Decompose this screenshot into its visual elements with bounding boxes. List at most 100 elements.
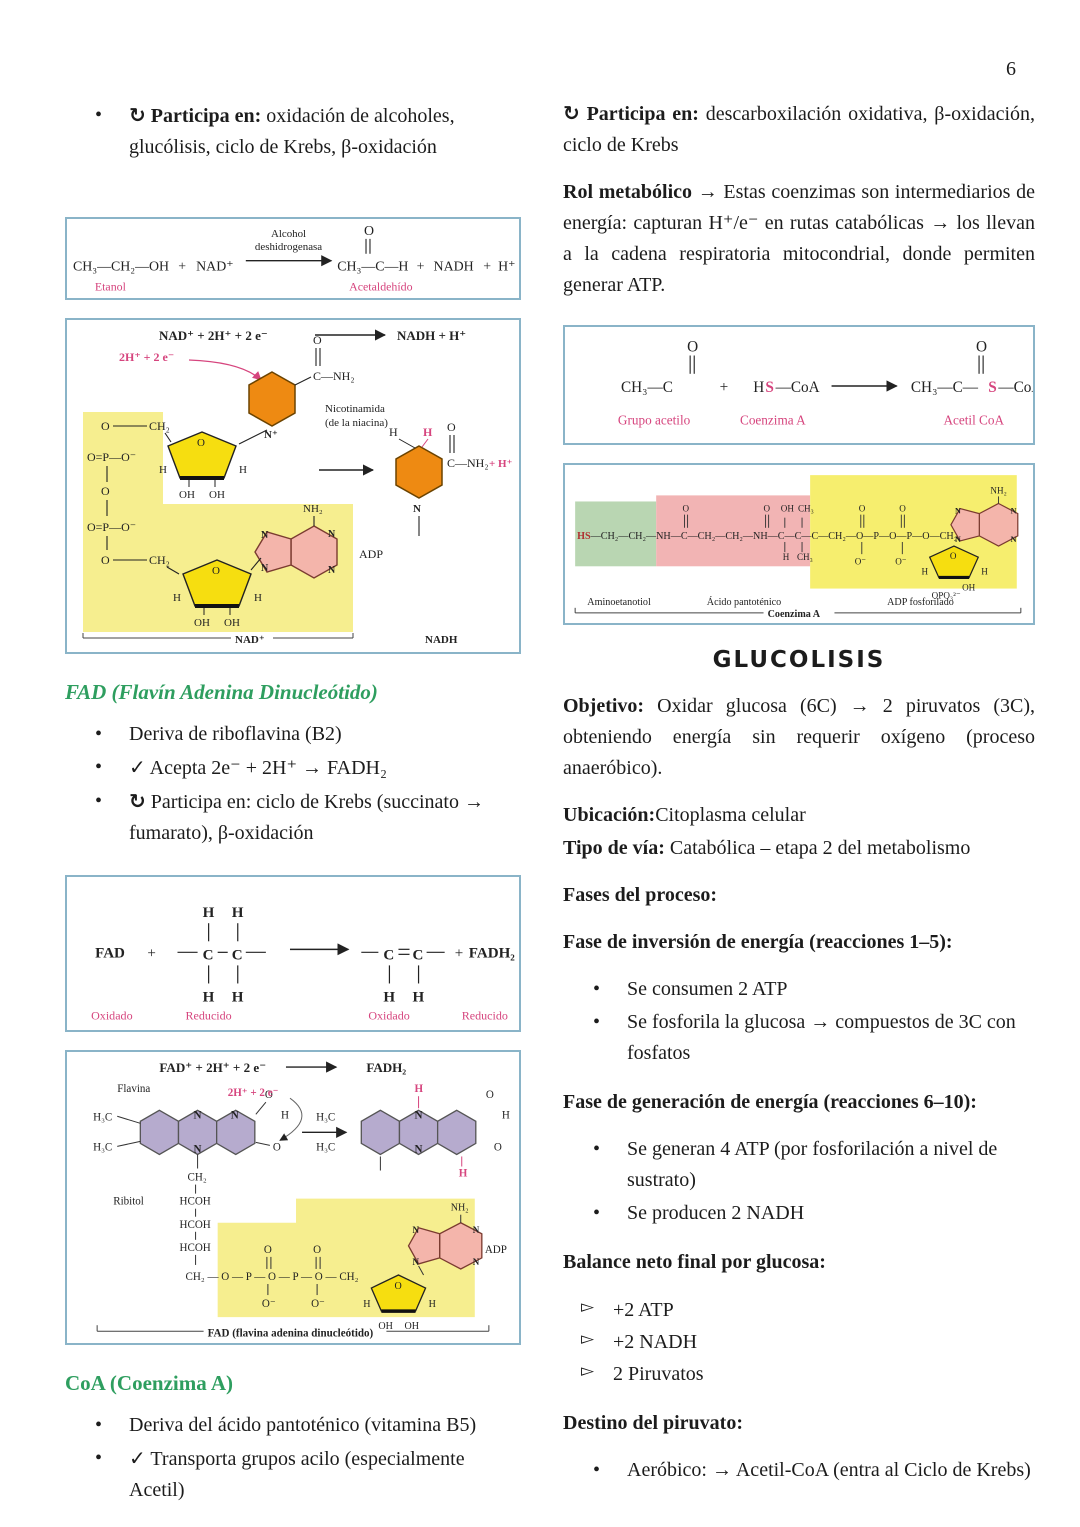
n-label: N (261, 563, 269, 574)
n-label: N (413, 1225, 420, 1235)
ethanol-oxidation-diagram: CH₃—CH₂—OH + NAD⁺ Alcohol deshidrogenasa… (73, 224, 516, 294)
fase2-heading: Fase de generación de energía (reaccione… (563, 1087, 1035, 1118)
destino-heading: Destino del piruvato: (563, 1408, 1035, 1439)
fad-list: Deriva de riboflavina (B2) ✓ Acepta 2e⁻ … (65, 719, 521, 849)
bond-line (418, 1265, 425, 1276)
list-item: Deriva de riboflavina (B2) (95, 719, 521, 750)
label-adp-fosforilado: ADP fosforilado (887, 597, 954, 608)
bullet-text: +2 NADH (613, 1330, 698, 1353)
label-coenzima-a: Coenzima A (740, 413, 806, 428)
label-acetaldehido: Acetaldehído (349, 280, 413, 294)
label-oxidado: Oxidado (368, 1009, 410, 1023)
h-label: H (203, 906, 215, 922)
adenine-pentagon (950, 507, 980, 542)
ring-oxygen: O (212, 565, 220, 577)
glucolisis-title: GLUCOLISIS (712, 646, 886, 673)
ring-oxygen: O (394, 1281, 401, 1292)
list-item: +2 NADH (581, 1326, 1035, 1358)
phosphate-group: O=P—O⁻ (87, 520, 136, 534)
adp-label: ADP (359, 547, 383, 561)
bond-line (250, 558, 262, 571)
bullet-text: Acepta 2e⁻ + 2H⁺ → FADH₂ (149, 757, 387, 780)
h-label: H (232, 990, 244, 1006)
h-label: H (502, 1109, 510, 1121)
n-label: N (261, 530, 269, 541)
figure-fad-structure: FAD⁺ + 2H⁺ + 2 e⁻ FADH₂ Flavina H₃C H₃C … (65, 1050, 521, 1346)
list-item: ✓ Transporta grupos acilo (especialmente… (95, 1443, 521, 1506)
o-minus-label: O⁻ (855, 556, 867, 566)
ring-oxygen: O (197, 437, 205, 449)
ch2-label: CH₂ (149, 553, 170, 567)
list-item: Aeróbico: → Acetil-CoA (entra al Ciclo d… (593, 1455, 1035, 1486)
bond-line (117, 1115, 141, 1124)
fase2-list: Se generan 4 ATP (por fosforilación a ni… (563, 1134, 1035, 1229)
c-label: C (232, 948, 243, 964)
plus-h-pink: + H⁺ (489, 458, 513, 470)
electron-note: 2H⁺ + 2 e⁻ (119, 350, 174, 364)
heading-text: Fases del proceso: (563, 883, 718, 906)
participa-paragraph: ↻ Participa en: descarboxilación oxidati… (563, 98, 1035, 161)
bullet-text: Participa en: ciclo de Krebs (succinato … (129, 791, 484, 845)
figure-ethanol-oxidation: CH₃—CH₂—OH + NAD⁺ Alcohol deshidrogenasa… (65, 217, 521, 301)
adenine-pentagon (254, 531, 292, 574)
o-label: O (101, 484, 110, 498)
rol-metabolico-paragraph: Rol metabólico → Estas coenzimas son int… (563, 177, 1035, 301)
n-label: N (413, 503, 421, 515)
hcoh-label: HCOH (180, 1219, 211, 1231)
amide-group: C—NH₂ (313, 369, 355, 383)
h-label: H (922, 566, 929, 576)
tipo-via-line: Tipo de vía: Catabólica – etapa 2 del me… (563, 833, 1035, 864)
nicotinamida-label: (de la niacina) (325, 417, 388, 429)
ch3-label: CH₃ (798, 504, 814, 514)
label-grupo-acetilo: Grupo acetilo (618, 413, 691, 428)
n-label: N (955, 535, 961, 544)
nh2-label: NH₂ (303, 503, 323, 515)
carbonyl-o: O (447, 420, 456, 434)
fad-label: FAD (95, 946, 125, 962)
n-label: N (415, 1109, 423, 1121)
label-acetil-coa: Acetil CoA (943, 413, 1004, 428)
h-label: H (281, 1109, 289, 1121)
bond-line (117, 1141, 141, 1148)
paragraph-text: Catabólica – etapa 2 del metabolismo (664, 836, 971, 859)
h-label: H (413, 990, 425, 1006)
nad-participa-list: ↻ Participa en: oxidación de alcoholes, … (65, 100, 521, 163)
adenine-pentagon (407, 1227, 441, 1265)
list-item: Se fosforila la glucosa → compuestos de … (593, 1007, 1035, 1069)
bond-line (294, 376, 312, 386)
enzyme-label: Alcohol (271, 228, 306, 240)
figure-coa-structure: HS—CH₂—CH₂—NH—C—CH₂—CH₂—NH—C—C—C—CH₂—O—P… (563, 462, 1035, 625)
hs-h: H (753, 379, 764, 396)
fad-heading: FAD (Flavín Adenina Dinucleótido) (65, 680, 378, 705)
h-label: H (159, 464, 167, 476)
bullet-text: Se consumen 2 ATP (627, 977, 788, 1000)
oh-label: OH (781, 504, 795, 514)
enzyme-label: deshidrogenasa (255, 241, 322, 253)
left-column: ↻ Participa en: oxidación de alcoholes, … (65, 98, 521, 1524)
plus-sign: + (720, 379, 729, 396)
h-label: H (239, 464, 247, 476)
ch2-label: CH₂ (149, 419, 170, 433)
oh-label: OH (209, 489, 225, 501)
bond-line (164, 433, 172, 443)
ring-nitrogen: N⁺ (264, 429, 278, 441)
flavina-label: Flavina (117, 1083, 150, 1095)
flavin-ring (436, 1109, 477, 1156)
h3c-label: H₃C (316, 1111, 335, 1123)
paragraph-text: Oxidar glucosa (6C) → 2 piruvatos (3C), … (563, 694, 1035, 779)
bond-line (238, 429, 268, 445)
reactant-etanol: CH₃—CH₂—OH (73, 260, 169, 275)
n-label: N (473, 1225, 480, 1235)
h3c-label: H₃C (93, 1142, 112, 1154)
bond-line (255, 1142, 271, 1147)
electron-arrow (188, 359, 262, 382)
plus-sign: + (147, 946, 156, 962)
product-pre: CH₃—C— (911, 379, 979, 396)
paragraph-text: Citoplasma celular (655, 803, 806, 826)
bullet-text: Aeróbico: → Acetil-CoA (entra al Ciclo d… (627, 1458, 1031, 1481)
h-label: H (203, 990, 215, 1006)
oh-label: OH (224, 617, 240, 629)
figure-fad-redox: FAD + H H C C H H C C H H + FADH₂ (65, 875, 521, 1033)
oh-label: OH (179, 489, 195, 501)
coa-tail: —CoA (775, 379, 820, 396)
